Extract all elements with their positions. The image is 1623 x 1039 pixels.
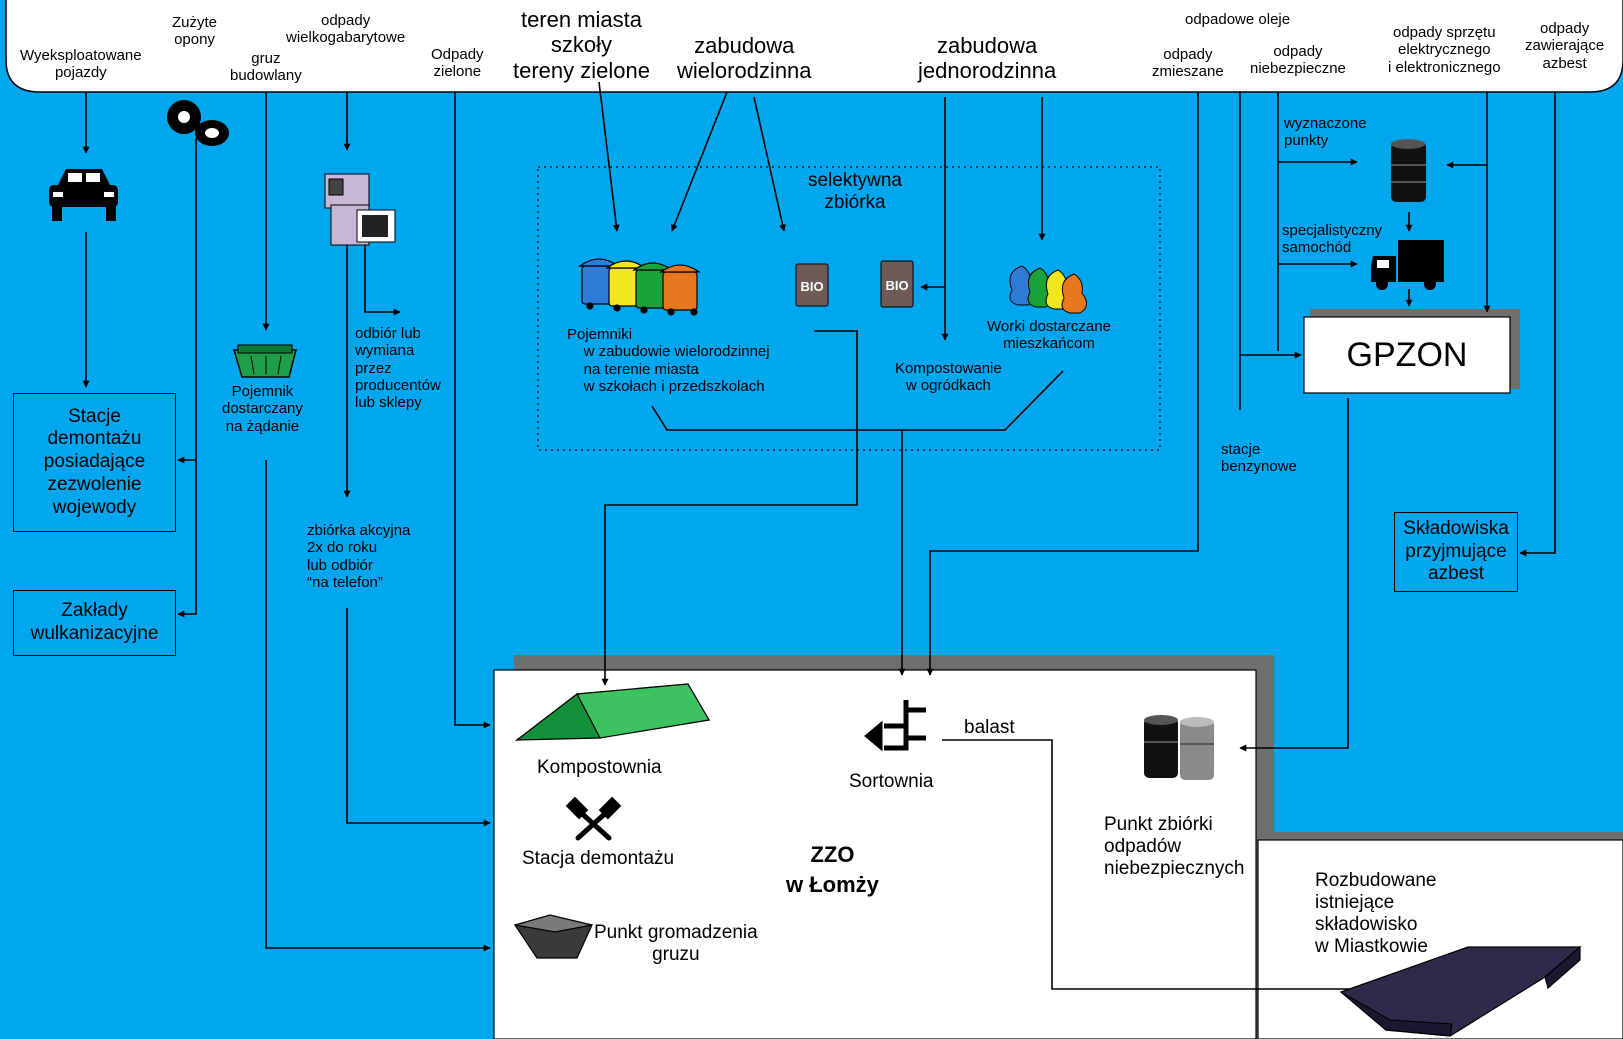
barrels-icon <box>1144 715 1214 780</box>
source-hazardous: odpady niebezpieczne <box>1250 43 1346 78</box>
dismantling-stations-box: Stacje demontażu posiadające zezwolenie … <box>13 393 176 532</box>
source-bulky: odpady wielkogabarytowe <box>286 12 406 47</box>
containers-label: Pojemniki w zabudowie wielorodzinnej na … <box>567 326 770 395</box>
selective-collection-label: selektywna zbiórka <box>808 170 902 213</box>
designated-points-label: wyznaczone punkty <box>1284 115 1367 150</box>
special-truck-label: specjalistyczny samochód <box>1282 222 1383 257</box>
appliances-icon <box>324 173 396 246</box>
gpzon-label: GPZON <box>1346 335 1468 374</box>
zzo-title: ZZO w Łomży <box>786 842 879 897</box>
dismantling-station-label: Stacja demontażu <box>522 848 675 869</box>
tools-icon <box>565 796 622 841</box>
sorting-icon <box>864 700 926 752</box>
flow-arrows <box>82 81 1556 990</box>
source-mixed: odpady zmieszane <box>1152 46 1224 81</box>
landfill-icon <box>1339 945 1582 1037</box>
gpzon-box-bg <box>1303 316 1511 394</box>
dismantling-stations-label: Stacje demontażu posiadające zezwolenie … <box>43 405 146 518</box>
source-tires: Zużyte opony <box>172 14 218 49</box>
asbestos-landfill-label: Składowiska przyjmujące azbest <box>1403 517 1509 585</box>
bags-label: Worki dostarczane mieszkańcom <box>987 318 1111 353</box>
source-vehicles: Wyeksploatowane pojazdy <box>20 47 142 82</box>
rubble-point-label: Punkt gromadzenia gruzu <box>594 922 758 965</box>
source-asbestos: odpady zawierające azbest <box>1525 20 1605 72</box>
source-oils: odpadowe oleje <box>1185 11 1291 28</box>
collection-label: zbiórka akcyjna 2x do roku lub odbiór “n… <box>307 522 411 591</box>
tires-icon <box>167 100 229 146</box>
landfill-label: Rozbudowane istniejące składowisko w Mia… <box>1315 870 1437 957</box>
source-green: Odpady zielone <box>431 46 484 81</box>
ballast-label: balast <box>964 717 1015 738</box>
hazardous-point-label: Punkt zbiórki odpadów niebezpiecznych <box>1104 814 1245 879</box>
rubble-container-icon <box>513 914 593 959</box>
truck-icon <box>1371 240 1444 290</box>
green-bin-icon <box>232 344 297 378</box>
petrol-stations-label: stacje benzynowe <box>1221 441 1297 476</box>
vulcanizing-plants-label: Zakłady wulkanizacyjne <box>30 600 159 644</box>
source-single-family: zabudowa jednorodzinna <box>918 33 1057 84</box>
source-weee: odpady sprzętu elektrycznego i elektroni… <box>1388 24 1501 76</box>
compost-pile-icon <box>514 683 710 741</box>
bio-bin-icon-2: BIO <box>880 260 914 308</box>
bio-bin-icon: BIO <box>795 263 829 307</box>
sources-banner <box>5 0 1623 93</box>
home-composting-label: Kompostowanie w ogródkach <box>895 360 1002 395</box>
waste-bags-icon <box>1009 265 1087 314</box>
source-rubble: gruz budowlany <box>230 50 302 85</box>
car-icon <box>49 169 118 221</box>
sorting-plant-label: Sortownia <box>849 771 934 792</box>
asbestos-landfill-box: Składowiska przyjmujące azbest <box>1394 512 1518 592</box>
recycling-bins-icon <box>578 258 701 316</box>
composting-plant-label: Kompostownia <box>537 757 662 778</box>
oil-barrel-icon <box>1391 139 1426 202</box>
gpzon-box: GPZON <box>1304 317 1510 393</box>
bio-label-1: BIO <box>800 279 823 294</box>
source-city: teren miasta szkoły tereny zielone <box>513 7 650 83</box>
pickup-label: odbiór lub wymiana przez producentów lub… <box>355 325 441 411</box>
vulcanizing-plants-box: Zakłady wulkanizacyjne <box>13 590 176 656</box>
selective-collection-frame <box>537 166 1161 451</box>
bio-label-2: BIO <box>885 278 908 293</box>
source-multi-family: zabudowa wielorodzinna <box>677 33 812 84</box>
container-on-demand-label: Pojemnik dostarczany na żądanie <box>222 383 303 435</box>
